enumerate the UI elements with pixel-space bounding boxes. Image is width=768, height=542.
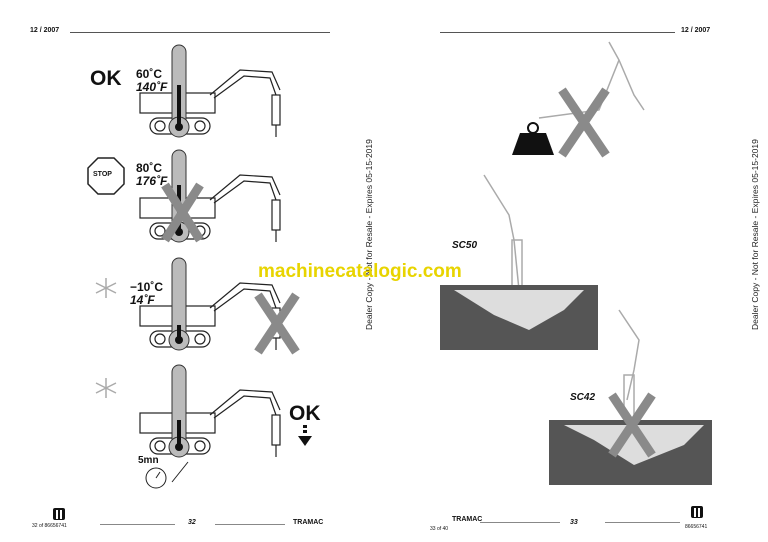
snowflake-icon bbox=[95, 378, 117, 398]
fahrenheit: 140˚F bbox=[136, 80, 168, 94]
manual-book-icon bbox=[53, 508, 65, 520]
right-header-date: 12 / 2007 bbox=[681, 27, 711, 34]
stop-sign-label: STOP bbox=[93, 171, 112, 178]
stop-sign-icon bbox=[87, 157, 125, 195]
fahrenheit: 14˚F bbox=[130, 293, 155, 307]
label-sc42: SC42 bbox=[570, 392, 596, 403]
left-ref: 32 of 86656741 bbox=[32, 523, 67, 529]
left-page-number: 32 bbox=[188, 519, 196, 526]
footer-rule bbox=[480, 522, 560, 523]
right-page-of: 33 of 40 bbox=[430, 526, 449, 532]
ok-label: OK bbox=[90, 67, 122, 90]
footer-rule bbox=[605, 522, 680, 523]
footer-rule bbox=[100, 524, 175, 525]
left-brand: TRAMAC bbox=[293, 519, 324, 526]
footer-rule bbox=[215, 524, 285, 525]
header-rule bbox=[70, 32, 330, 33]
stopwatch-icon bbox=[145, 461, 189, 489]
fahrenheit: 176˚F bbox=[136, 174, 168, 188]
right-ref: 86656741 bbox=[685, 524, 708, 530]
cross-mark bbox=[254, 292, 300, 355]
snowflake-icon bbox=[95, 278, 117, 298]
cross-mark bbox=[558, 87, 610, 158]
manual-book-icon bbox=[691, 506, 703, 518]
breaker-illustrations bbox=[440, 41, 712, 485]
cross-mark bbox=[608, 392, 656, 458]
site-watermark: machinecatalogic.com bbox=[258, 261, 462, 282]
thermometer-ok bbox=[168, 44, 190, 138]
thermometer-cold bbox=[168, 257, 190, 351]
left-header-date: 12 / 2007 bbox=[30, 27, 60, 34]
time-label: 5mn bbox=[138, 455, 159, 466]
label-sc50: SC50 bbox=[452, 240, 478, 251]
header-rule bbox=[440, 32, 675, 33]
temperature-illustrations bbox=[87, 44, 312, 489]
cross-mark bbox=[161, 182, 204, 243]
thermometer-warmup bbox=[168, 364, 190, 458]
ok-label: OK bbox=[289, 402, 321, 425]
down-arrow-icon bbox=[298, 425, 312, 446]
weight-icon bbox=[512, 122, 554, 155]
dealer-note-left: Dealer Copy - Not for Resale - Expires 0… bbox=[364, 139, 374, 330]
dealer-note-right: Dealer Copy - Not for Resale - Expires 0… bbox=[750, 139, 760, 330]
celsius: 80˚C bbox=[136, 161, 163, 175]
celsius: 60˚C bbox=[136, 67, 163, 81]
celsius: −10˚C bbox=[130, 280, 164, 294]
right-page-number: 33 bbox=[570, 519, 578, 526]
right-brand: TRAMAC bbox=[452, 516, 483, 523]
